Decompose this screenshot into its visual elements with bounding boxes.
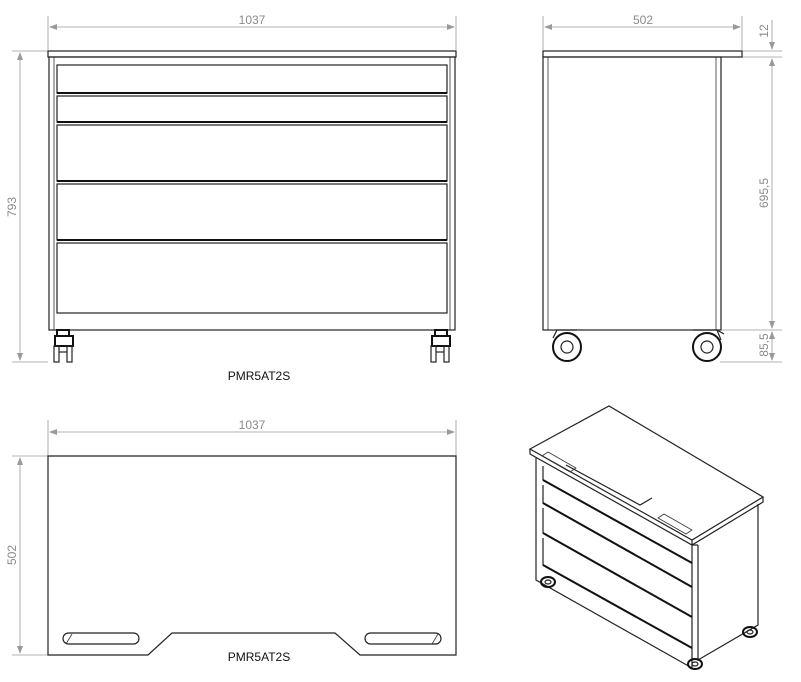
drawer-1 (56, 64, 448, 94)
top-width-dimension: 1037 (47, 418, 457, 456)
drawer-5 (56, 242, 448, 314)
side-top-panel (542, 50, 743, 58)
top-width-label: 1037 (239, 418, 266, 432)
cable-slot-right (364, 632, 442, 645)
top-depth-dimension: 502 (5, 455, 48, 656)
iso-caster-front-right (687, 658, 703, 670)
side-depth-label: 502 (633, 13, 653, 27)
top-thickness-label: 12 (757, 24, 771, 38)
front-height-dimension: 793 (5, 50, 48, 363)
iso-drawers (542, 466, 693, 649)
caster-height-label: 85,5 (757, 333, 771, 357)
front-caster-right (430, 329, 451, 363)
iso-side-face (697, 504, 759, 662)
side-vertical-dimensions: 12 695,5 85,5 (720, 20, 782, 363)
front-top-panel (47, 50, 457, 58)
body-height-label: 695,5 (757, 178, 771, 208)
isometric-view (528, 405, 765, 670)
iso-caster-front-left (540, 576, 556, 588)
front-height-label: 793 (5, 197, 19, 217)
front-width-dimension: 1037 (47, 13, 457, 50)
drawer-3 (56, 124, 448, 182)
front-width-label: 1037 (239, 13, 266, 27)
front-caption: PMR5AT2S (228, 369, 290, 383)
front-caster-left (53, 329, 74, 363)
cable-slot-left (62, 632, 140, 645)
drawer-4 (56, 183, 448, 241)
iso-front-face (535, 458, 693, 670)
side-caster-right (692, 329, 725, 362)
side-view: 502 12 695,5 85,5 (542, 13, 782, 363)
top-panel-outline (47, 455, 457, 656)
side-depth-dimension: 502 (542, 13, 743, 50)
side-cabinet-body (542, 56, 722, 331)
top-depth-label: 502 (5, 545, 19, 565)
iso-caster-back-right (742, 626, 758, 638)
front-drawers (56, 64, 448, 314)
front-cabinet-body (48, 56, 456, 331)
top-view: 1037 502 PMR5AT2S (5, 418, 457, 664)
drawer-2 (56, 95, 448, 123)
side-caster-left (552, 329, 582, 362)
top-caption: PMR5AT2S (228, 650, 290, 664)
front-view: 1037 793 (5, 13, 457, 383)
